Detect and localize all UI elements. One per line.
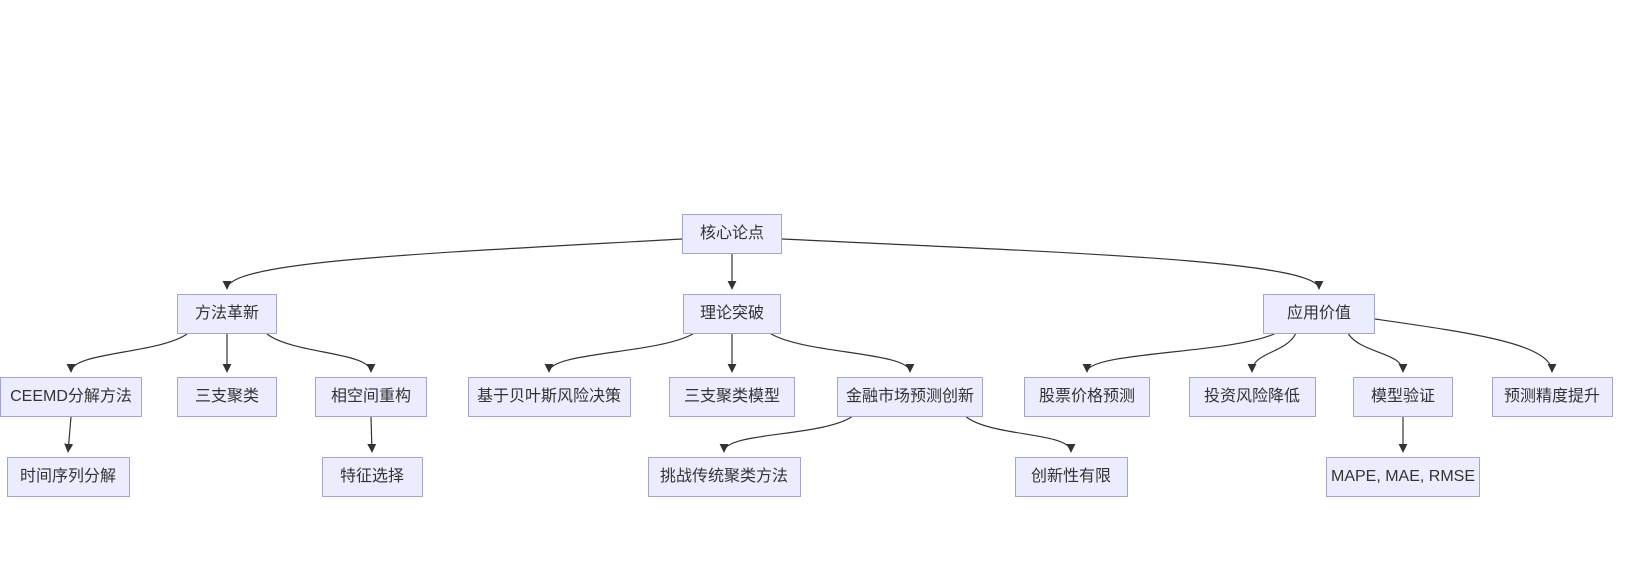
node-challenge: 挑战传统聚类方法 [647, 457, 801, 497]
node-twcmodel: 三支聚类模型 [669, 377, 795, 417]
node-label-finance: 金融市场预测创新 [845, 388, 974, 405]
node-label-stock: 股票价格预测 [1038, 388, 1135, 405]
edge-application-validation [1347, 333, 1408, 373]
node-core: 核心论点 [682, 214, 782, 254]
node-bayes: 基于贝叶斯风险决策 [467, 377, 631, 417]
node-mape: MAPE, MAE, RMSE [1326, 457, 1480, 497]
node-label-decomp: 时间序列分解 [19, 468, 116, 485]
node-label-twcmodel: 三支聚类模型 [683, 388, 780, 405]
edge-application-precision [1374, 318, 1557, 373]
node-decomp: 时间序列分解 [6, 457, 130, 497]
node-label-limited: 创新性有限 [1030, 468, 1111, 485]
node-stock: 股票价格预测 [1024, 377, 1150, 417]
node-precision: 预测精度提升 [1491, 377, 1613, 417]
node-limited: 创新性有限 [1014, 457, 1128, 497]
edge-method-phase [266, 333, 376, 373]
edge-finance-challenge [719, 416, 852, 453]
node-label-challenge: 挑战传统聚类方法 [659, 468, 788, 485]
node-label-core: 核心论点 [699, 225, 764, 242]
edge-core-application [781, 238, 1324, 290]
node-label-method: 方法革新 [194, 305, 259, 322]
node-label-precision: 预测精度提升 [1503, 388, 1600, 405]
edge-theory-bayes [544, 333, 694, 373]
edge-application-stock [1082, 333, 1275, 373]
node-label-mape: MAPE, MAE, RMSE [1330, 468, 1476, 485]
node-label-bayes: 基于贝叶斯风险决策 [476, 388, 621, 405]
node-label-validation: 模型验证 [1370, 388, 1435, 405]
node-risk: 投资风险降低 [1188, 377, 1316, 417]
edge-application-risk [1247, 333, 1297, 373]
node-label-threeway: 三支聚类 [194, 388, 259, 405]
node-label-phase: 相空间重构 [330, 388, 411, 405]
node-label-application: 应用价值 [1286, 305, 1351, 322]
edge-method-ceemd [66, 333, 188, 373]
node-application: 应用价值 [1263, 294, 1375, 334]
edge-finance-limited [965, 416, 1076, 453]
node-ceemd: CEEMD分解方法 [0, 377, 142, 417]
node-threeway: 三支聚类 [177, 377, 277, 417]
node-label-risk: 投资风险降低 [1203, 388, 1300, 405]
node-finance: 金融市场预测创新 [837, 377, 983, 417]
node-phase: 相空间重构 [315, 377, 427, 417]
node-method: 方法革新 [177, 294, 277, 334]
edge-theory-finance [770, 333, 915, 373]
edge-core-method [222, 238, 683, 290]
edge-ceemd-decomp [64, 416, 74, 453]
node-label-ceemd: CEEMD分解方法 [10, 388, 132, 405]
node-validation: 模型验证 [1353, 377, 1453, 417]
node-label-theory: 理论突破 [699, 305, 764, 322]
node-feature: 特征选择 [321, 457, 423, 497]
node-theory: 理论突破 [683, 294, 781, 334]
edge-phase-feature [367, 416, 377, 453]
node-label-feature: 特征选择 [339, 468, 404, 485]
